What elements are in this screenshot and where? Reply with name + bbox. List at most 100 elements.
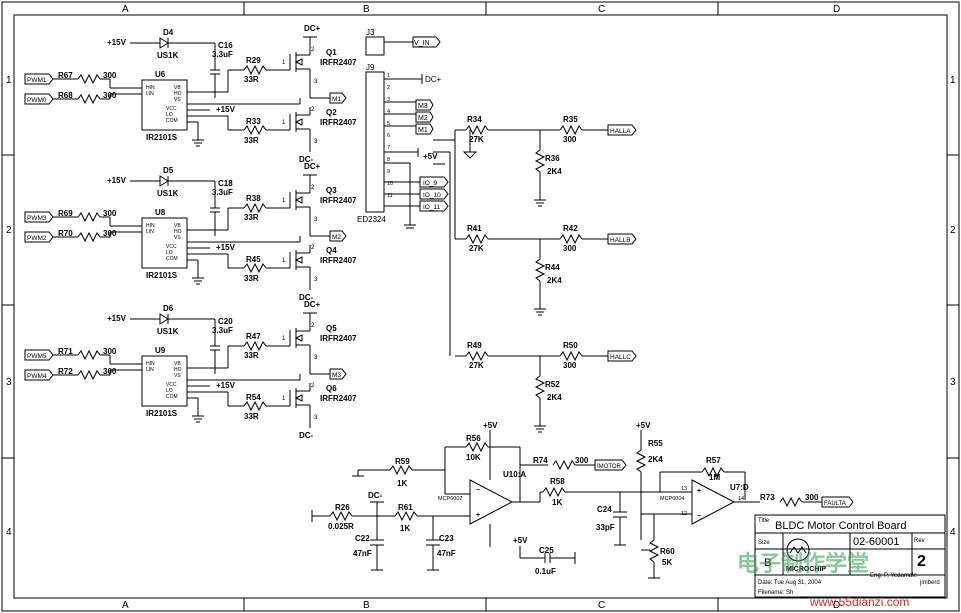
pin-label: 3 <box>314 277 318 283</box>
c25-label: C25 <box>539 546 554 555</box>
cap-label: C20 <box>218 317 233 326</box>
hall-port-label: HALLA <box>610 128 631 135</box>
pin-number: 4 <box>387 109 390 115</box>
pwm-port-label: PWM3 <box>27 215 47 222</box>
pin-label: HO <box>174 91 182 97</box>
opamp-part: MCP6002 <box>438 496 462 502</box>
hall-r1-value: 27K <box>469 135 484 144</box>
diode-symbol <box>159 37 169 49</box>
gate-resistor-label: R54 <box>246 393 261 402</box>
minus-sign: − <box>476 487 480 494</box>
pin-label: VB <box>174 223 181 229</box>
pin-label: VB <box>174 361 181 367</box>
p5v-label: +5V <box>483 421 498 430</box>
pin-number: 10 <box>387 181 393 187</box>
supply-label: +15V <box>107 176 127 185</box>
diode-symbol <box>159 175 169 187</box>
pin-label: LIN <box>146 91 154 97</box>
m3-label: M3 <box>418 103 428 110</box>
r60-label: R60 <box>660 547 675 556</box>
q-low-label: Q6 <box>326 384 337 393</box>
mosfet-arrow <box>294 256 303 264</box>
io11-label: IO_11 <box>423 204 441 211</box>
hall-r2-label: R35 <box>563 115 578 124</box>
rev-value: 2 <box>917 553 926 570</box>
pin-label: 14 <box>738 496 744 502</box>
input-resistor-value: 300 <box>103 367 117 376</box>
pin-label: HIN <box>146 223 155 229</box>
sheet-text: Filename: Sh <box>758 590 793 596</box>
pin-label: COM <box>166 256 178 262</box>
minus-sign: − <box>697 513 701 520</box>
pin-label: HO <box>174 229 182 235</box>
ic-type: IR2101S <box>146 271 178 280</box>
hall-port-label: HALLC <box>610 354 631 361</box>
j9-label: J9 <box>366 63 375 72</box>
r74-label: R74 <box>533 456 548 465</box>
r56-label: R56 <box>466 434 481 443</box>
m2-port <box>415 111 434 123</box>
doc-number: 02-60001 <box>853 536 900 548</box>
m3-port <box>415 99 434 111</box>
hall-r3 <box>534 149 546 173</box>
col-label-bottom: B <box>363 600 370 611</box>
pin-number: 9 <box>387 169 390 175</box>
gate-resistor-value: 33R <box>244 412 259 421</box>
motor-phase-port-label: M1 <box>332 96 341 103</box>
r56-resistor <box>465 441 489 453</box>
vcc-label: +15V <box>216 243 236 252</box>
q-low-label: Q2 <box>326 108 337 117</box>
mosfet-arrow <box>294 394 303 402</box>
pin-number: 7 <box>387 145 390 151</box>
pwm-port <box>24 93 54 105</box>
col-label-top: B <box>363 4 370 15</box>
pin-number: 5 <box>387 121 390 127</box>
pin-label: LIN <box>146 367 154 373</box>
pin-label: COM <box>166 394 178 400</box>
gate-resistor-label: R33 <box>246 117 261 126</box>
dcplus-label: DC+ <box>304 24 321 33</box>
row-label-left: 4 <box>6 527 12 538</box>
hall-port <box>607 124 637 136</box>
dcplus-label: DC+ <box>425 75 442 84</box>
r59-value: 1K <box>397 479 407 488</box>
u10a-opamp <box>469 479 514 525</box>
hall-r3 <box>534 258 546 282</box>
r59-label: R59 <box>395 457 410 466</box>
q-low-type: IRFR2407 <box>320 118 357 127</box>
hall-r1-value: 27K <box>469 361 484 370</box>
hall-r2-value: 300 <box>563 361 577 370</box>
row-label-left: 1 <box>6 75 12 86</box>
dcminus-label: DC- <box>299 431 314 440</box>
plus-sign: + <box>697 488 701 495</box>
r74-value: 300 <box>575 456 589 465</box>
pin-label: 1 <box>282 60 286 66</box>
r73-resistor <box>779 496 803 508</box>
pin-label: VS <box>174 235 181 241</box>
hall-port <box>607 350 637 362</box>
gate-resistor-label: R29 <box>246 56 261 65</box>
vin-label: V_IN <box>414 40 430 47</box>
r73-value: 300 <box>805 493 819 502</box>
p5v-label: +5V <box>636 421 651 430</box>
supply-label: +15V <box>107 314 127 323</box>
hall-r2-label: R50 <box>563 341 578 350</box>
pin-label: 1 <box>282 396 286 402</box>
r58-resistor <box>542 486 566 498</box>
c24-value: 33pF <box>596 523 615 532</box>
u10a-label: U10:A <box>503 470 526 479</box>
fault-comparator: +5V R55 2K4 R57 1M + − U7:D MCP6004 13 1… <box>620 421 854 579</box>
imotor-port <box>594 459 627 471</box>
hall-r1-label: R41 <box>467 224 482 233</box>
mosfet-arrow <box>294 196 303 204</box>
r58-label: R58 <box>550 477 565 486</box>
gate-resistor <box>243 64 267 76</box>
q-high-type: IRFR2407 <box>320 58 357 67</box>
ic-type: IR2101S <box>146 133 178 142</box>
c22-label: C22 <box>355 534 370 543</box>
r26-resistor <box>329 510 353 522</box>
title-block: Title BLDC Motor Control Board Size B 02… <box>754 514 946 598</box>
q-low-type: IRFR2407 <box>320 256 357 265</box>
